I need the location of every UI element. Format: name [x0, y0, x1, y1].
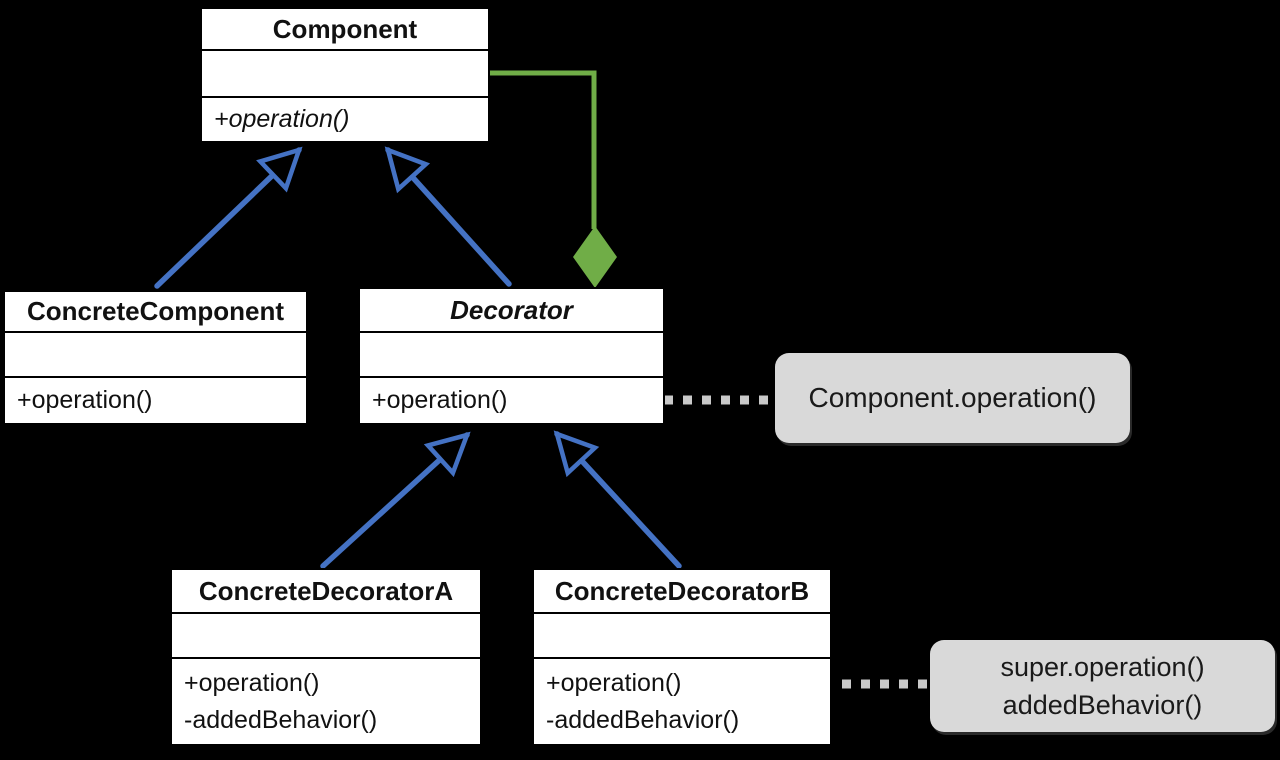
method-label: +operation(): [184, 668, 320, 697]
method-label: +operation(): [214, 105, 350, 133]
class-title: ConcreteDecoratorA: [172, 570, 480, 614]
generalization-arrow-concretedecoratorb-to-decorator: [553, 430, 682, 569]
note-decorator-operation: Component.operation(): [775, 353, 1130, 443]
class-methods: +operation(): [5, 378, 306, 423]
aggregation-diamond-icon: [573, 226, 617, 288]
class-title: ConcreteDecoratorB: [534, 570, 830, 614]
class-methods: +operation() -addedBehavior(): [534, 659, 830, 744]
class-box-decorator: Decorator +operation(): [358, 287, 665, 425]
class-methods: +operation(): [360, 378, 663, 423]
class-box-concretedecoratora: ConcreteDecoratorA +operation() -addedBe…: [170, 568, 482, 746]
note-concretedecoratorb-operation: super.operation() addedBehavior(): [930, 640, 1275, 732]
class-attributes-empty: [202, 51, 488, 98]
class-methods: +operation() -addedBehavior(): [172, 659, 480, 744]
note-text: super.operation(): [1000, 652, 1205, 682]
generalization-arrow-decorator-to-component: [384, 146, 512, 287]
class-box-concretedecoratorb: ConcreteDecoratorB +operation() -addedBe…: [532, 568, 832, 746]
class-attributes-empty: [534, 614, 830, 659]
generalization-arrow-concretecomponent-to-component: [154, 146, 303, 289]
aggregation-line-component-to-decorator: [490, 70, 597, 229]
note-text: addedBehavior(): [1002, 690, 1203, 720]
method-label: -addedBehavior(): [184, 705, 378, 734]
class-attributes-empty: [172, 614, 480, 659]
class-title: Decorator: [360, 289, 663, 333]
method-label: +operation(): [372, 386, 508, 414]
class-attributes-empty: [360, 333, 663, 378]
class-title: Component: [202, 9, 488, 51]
method-label: +operation(): [17, 386, 153, 414]
class-title: ConcreteComponent: [5, 292, 306, 333]
class-methods: +operation(): [202, 98, 488, 141]
generalization-arrow-concretedecoratora-to-decorator: [320, 431, 471, 569]
class-box-concretecomponent: ConcreteComponent +operation(): [3, 290, 308, 425]
method-label: -addedBehavior(): [546, 705, 740, 734]
class-attributes-empty: [5, 333, 306, 378]
note-text: Component.operation(): [808, 382, 1097, 413]
method-label: +operation(): [546, 668, 682, 697]
class-box-component: Component +operation(): [200, 7, 490, 143]
